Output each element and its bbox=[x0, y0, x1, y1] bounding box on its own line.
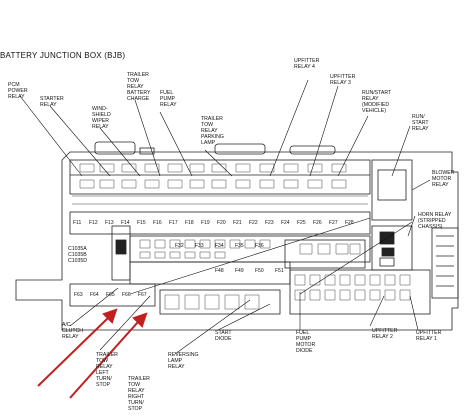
callout-run-start-relay-modified: RUN/START RELAY (MODIFIED VEHICLE) bbox=[362, 90, 392, 114]
red-arrow-right bbox=[69, 321, 139, 399]
fuse-label: F25 bbox=[297, 220, 306, 226]
red-arrow-left-head bbox=[102, 308, 118, 324]
top-latch-center bbox=[214, 143, 266, 155]
lower-fuse-frame bbox=[129, 261, 291, 285]
callout-trailer-tow-relay-right-turn-stop: TRAILER TOW RELAY RIGHT TURN/ STOP bbox=[128, 376, 150, 412]
callout-upfitter-relay-3: UPFITTER RELAY 3 bbox=[330, 74, 356, 86]
callout-horn-relay: HORN RELAY (STRIPPED CHASSIS) bbox=[418, 212, 452, 230]
fuse-label: F20 bbox=[217, 220, 226, 226]
top-latch-right bbox=[289, 145, 336, 155]
fuse-label: F14 bbox=[121, 220, 130, 226]
diagram-title: BATTERY JUNCTION BOX (BJB) bbox=[0, 51, 126, 60]
fuse-label: F49 bbox=[235, 268, 244, 274]
fuse-label: F23 bbox=[265, 220, 274, 226]
lower-right-relay-block bbox=[289, 269, 431, 315]
fuse-label: F27 bbox=[329, 220, 338, 226]
fuse-label: F33 bbox=[195, 243, 204, 249]
leader-lines bbox=[19, 79, 431, 355]
fuse-label: F13 bbox=[105, 220, 114, 226]
housing-outline bbox=[15, 151, 459, 331]
fuse-label: F11 bbox=[73, 220, 82, 226]
bottom-fuse-frame bbox=[69, 283, 156, 307]
fuse-label: F64 bbox=[90, 292, 99, 298]
fuse-label: F24 bbox=[281, 220, 290, 226]
right-connector bbox=[431, 227, 459, 299]
callout-trailer-tow-relay-battery-charge: TRAILER TOW RELAY BATTERY CHARGE bbox=[127, 72, 151, 102]
fuse-label: F18 bbox=[185, 220, 194, 226]
fuse-label: F19 bbox=[201, 220, 210, 226]
callout-fuel-pump-motor-diode: FUEL PUMP MOTOR DIODE bbox=[296, 330, 316, 354]
fuse-label: F67 bbox=[138, 292, 147, 298]
callout-starter-relay: STARTER RELAY bbox=[40, 96, 64, 108]
red-arrow-left bbox=[37, 317, 109, 387]
callout-ac-clutch-relay: A/C CLUTCH RELAY bbox=[62, 322, 84, 340]
callout-reversing-lamp-relay: REVERSING LAMP RELAY bbox=[168, 352, 199, 370]
callout-upfitter-relay-1: UPFITTER RELAY 1 bbox=[416, 330, 442, 342]
connector-labels: C1035A C1035B C1035D bbox=[68, 246, 88, 264]
fuse-label: F48 bbox=[215, 268, 224, 274]
fuse-label: F12 bbox=[89, 220, 98, 226]
fuse-label: F16 bbox=[153, 220, 162, 226]
callout-fuel-pump-relay: FUEL PUMP RELAY bbox=[160, 90, 177, 108]
callout-pcm-power-relay: PCM POWER RELAY bbox=[8, 82, 28, 100]
fuse-label: F15 bbox=[137, 220, 146, 226]
fuse-label: F66 bbox=[122, 292, 131, 298]
upper-fuse-frame bbox=[69, 211, 371, 235]
fuse-label: F32 bbox=[175, 243, 184, 249]
callout-upfitter-relay-2: UPFITTER RELAY 2 bbox=[372, 328, 398, 340]
fuse-label: F21 bbox=[233, 220, 242, 226]
fuse-label: F35 bbox=[235, 243, 244, 249]
callout-windshield-wiper-relay: WIND- SHIELD WIPER RELAY bbox=[92, 106, 111, 130]
bottom-relay-frame bbox=[159, 289, 281, 315]
fuse-label: F17 bbox=[169, 220, 178, 226]
fuse-label: F36 bbox=[255, 243, 264, 249]
fuse-label: F63 bbox=[74, 292, 83, 298]
callout-start-diode: START DIODE bbox=[215, 330, 232, 342]
fuse-label: F22 bbox=[249, 220, 258, 226]
callout-trailer-tow-relay-left-turn-stop: TRAILER TOW RELAY LEFT TURN/ STOP bbox=[96, 352, 118, 388]
callout-trailer-tow-relay-parking-lamp: TRAILER TOW RELAY PARKING LAMP bbox=[201, 116, 224, 146]
red-arrows bbox=[37, 308, 148, 399]
fuse-label: F65 bbox=[106, 292, 115, 298]
callout-blower-motor-relay: BLOWER MOTOR RELAY bbox=[432, 170, 455, 188]
relay-band bbox=[69, 159, 371, 195]
top-latch-left bbox=[94, 141, 136, 155]
red-arrow-right-head bbox=[132, 312, 148, 328]
fuse-label: F34 bbox=[215, 243, 224, 249]
fuse-label: F50 bbox=[255, 268, 264, 274]
callout-upfitter-relay-4: UPFITTER RELAY 4 bbox=[294, 58, 320, 70]
fuse-label: F51 bbox=[275, 268, 284, 274]
connector-block bbox=[111, 225, 131, 281]
blower-relay-slot bbox=[377, 169, 407, 201]
callout-run-start-relay: RUN/ START RELAY bbox=[412, 114, 429, 132]
fuse-label: F26 bbox=[313, 220, 322, 226]
top-tab bbox=[139, 147, 155, 155]
fuse-label: F28 bbox=[345, 220, 354, 226]
